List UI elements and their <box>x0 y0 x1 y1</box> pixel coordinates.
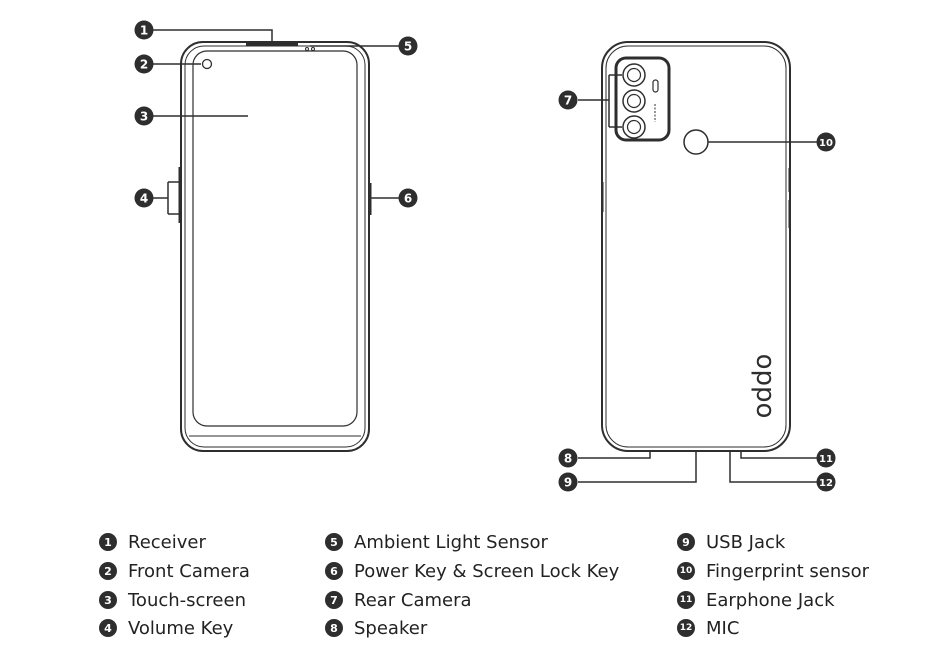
phone-back-view: oppo <box>601 41 791 452</box>
legend-label: MIC <box>706 617 740 639</box>
legend-number: 5 <box>325 533 343 551</box>
callout-1: 1 <box>134 20 154 40</box>
callout-10: 10 <box>816 132 836 152</box>
svg-text:8: 8 <box>564 452 572 466</box>
legend-label: Receiver <box>128 531 206 553</box>
flash <box>652 79 659 93</box>
fingerprint-sensor <box>683 129 709 155</box>
callout-7: 7 <box>558 90 578 110</box>
legend-item-power-key: 6 Power Key & Screen Lock Key <box>325 559 619 583</box>
svg-text:4: 4 <box>140 192 148 206</box>
leader-lines <box>153 29 817 483</box>
legend-number: 11 <box>677 591 695 609</box>
callout-8: 8 <box>558 448 578 468</box>
svg-text:9: 9 <box>564 476 572 490</box>
svg-text:7: 7 <box>564 94 572 108</box>
volume-key <box>178 167 182 223</box>
svg-text:2: 2 <box>140 58 148 72</box>
legend-number: 3 <box>99 591 117 609</box>
legend-number: 2 <box>99 562 117 580</box>
callout-5: 5 <box>398 36 418 56</box>
svg-text:3: 3 <box>140 110 148 124</box>
legend-item-mic: 12 MIC <box>677 616 739 640</box>
phone-front-view <box>178 41 372 452</box>
svg-text:11: 11 <box>819 454 833 465</box>
legend: 1 Receiver 2 Front Camera 3 Touch-screen… <box>0 528 950 659</box>
legend-label: Speaker <box>354 617 428 639</box>
legend-number: 7 <box>325 591 343 609</box>
legend-number: 9 <box>677 533 695 551</box>
legend-label: USB Jack <box>706 531 786 553</box>
callout-6: 6 <box>398 188 418 208</box>
svg-text:10: 10 <box>819 138 833 149</box>
legend-number: 6 <box>325 562 343 580</box>
callout-3: 3 <box>134 106 154 126</box>
legend-label: Touch-screen <box>128 589 246 611</box>
legend-item-touch-screen: 3 Touch-screen <box>99 588 246 612</box>
callout-9: 9 <box>558 472 578 492</box>
svg-text:1: 1 <box>140 24 148 38</box>
legend-item-speaker: 8 Speaker <box>325 616 427 640</box>
legend-item-ambient-light-sensor: 5 Ambient Light Sensor <box>325 530 548 554</box>
legend-item-earphone-jack: 11 Earphone Jack <box>677 588 835 612</box>
power-key <box>368 183 372 215</box>
oppo-logo: oppo <box>750 354 780 419</box>
legend-label: Earphone Jack <box>706 589 835 611</box>
legend-item-fingerprint-sensor: 10 Fingerprint sensor <box>677 559 869 583</box>
legend-item-volume-key: 4 Volume Key <box>99 616 233 640</box>
legend-item-front-camera: 2 Front Camera <box>99 559 250 583</box>
legend-label: Fingerprint sensor <box>706 560 870 582</box>
legend-number: 12 <box>677 619 695 637</box>
legend-item-receiver: 1 Receiver <box>99 530 206 554</box>
legend-label: Power Key & Screen Lock Key <box>354 560 620 582</box>
legend-number: 1 <box>99 533 117 551</box>
callout-12: 12 <box>816 472 836 492</box>
legend-label: Front Camera <box>128 560 250 582</box>
legend-label: Ambient Light Sensor <box>354 531 548 553</box>
legend-label: Rear Camera <box>354 589 472 611</box>
svg-text:6: 6 <box>404 192 412 206</box>
receiver <box>246 42 298 46</box>
callout-2: 2 <box>134 54 154 74</box>
touch-screen <box>192 50 358 427</box>
callout-4: 4 <box>134 188 154 208</box>
legend-number: 4 <box>99 619 117 637</box>
phone-diagram: oppo 1 2 3 4 5 6 7 8 9 10 11 12 <box>134 20 836 492</box>
svg-text:12: 12 <box>819 478 833 489</box>
legend-number: 10 <box>677 562 695 580</box>
legend-number: 8 <box>325 619 343 637</box>
front-camera <box>201 58 213 70</box>
legend-item-usb-jack: 9 USB Jack <box>677 530 785 554</box>
callout-11: 11 <box>816 448 836 468</box>
legend-label: Volume Key <box>128 617 234 639</box>
svg-text:5: 5 <box>404 40 412 54</box>
legend-item-rear-camera: 7 Rear Camera <box>325 588 472 612</box>
rear-camera-module <box>614 56 671 142</box>
